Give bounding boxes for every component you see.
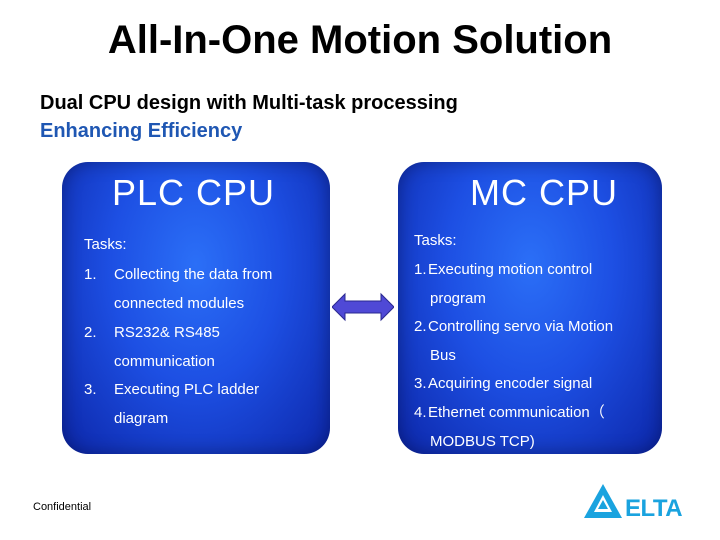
plc-tasks-label: Tasks: (84, 236, 127, 253)
plc-task-1: 1. Collecting the data from connected mod… (84, 260, 334, 318)
task-number: 3. (414, 375, 427, 392)
subtitle-line2: Enhancing Efficiency (40, 120, 243, 142)
plc-cpu-title: PLC CPU (112, 172, 276, 213)
double-arrow-icon (332, 292, 394, 322)
mc-cpu-panel: MC CPU Tasks: 1.Executing motion control… (398, 162, 662, 454)
task-line1: RS232& RS485 (114, 324, 220, 341)
plc-cpu-panel: PLC CPU Tasks: 1. Collecting the data fro… (62, 162, 330, 454)
task-number: 3. (84, 381, 97, 398)
task-line2: MODBUS TCP) (430, 433, 535, 450)
task-number: 2. (414, 318, 427, 335)
mc-tasks-label: Tasks: (414, 232, 457, 249)
task-line2: diagram (114, 410, 169, 427)
task-line1: Collecting the data from (114, 266, 273, 283)
mc-task-1: 1.Executing motion control program (414, 255, 664, 313)
subtitle-line1: Dual CPU design with Multi-task processi… (40, 92, 458, 114)
plc-task-3: 3. Executing PLC ladder diagram (84, 375, 334, 433)
mc-task-3: 3.Acquiring encoder signal (414, 369, 664, 398)
mc-cpu-title: MC CPU (470, 172, 618, 213)
task-line2: program (430, 290, 486, 307)
task-line1: Ethernet communication（ (428, 404, 605, 421)
task-line1: Executing PLC ladder (114, 381, 260, 398)
task-line2: Bus (430, 347, 456, 364)
mc-task-2: 2.Controlling servo via Motion Bus (414, 312, 664, 370)
task-line1: Acquiring encoder signal (428, 375, 593, 392)
task-line2: communication (114, 353, 215, 370)
task-number: 2. (84, 324, 97, 341)
plc-task-2: 2. RS232& RS485 communication (84, 318, 334, 376)
task-number: 4. (414, 404, 427, 421)
delta-triangle-icon (584, 484, 622, 518)
logo-wordmark: ELTA (625, 495, 682, 522)
task-number: 1. (84, 266, 97, 283)
slide-title: All-In-One Motion Solution (107, 18, 613, 62)
delta-logo: ELTA (584, 484, 683, 522)
task-line1: Controlling servo via Motion (428, 318, 614, 335)
confidential-label: Confidential (33, 501, 92, 513)
task-number: 1. (414, 261, 427, 278)
task-line1: Executing motion control (428, 261, 593, 278)
task-line2: connected modules (114, 295, 245, 312)
mc-task-4: 4.Ethernet communication（ MODBUS TCP) (414, 398, 664, 456)
